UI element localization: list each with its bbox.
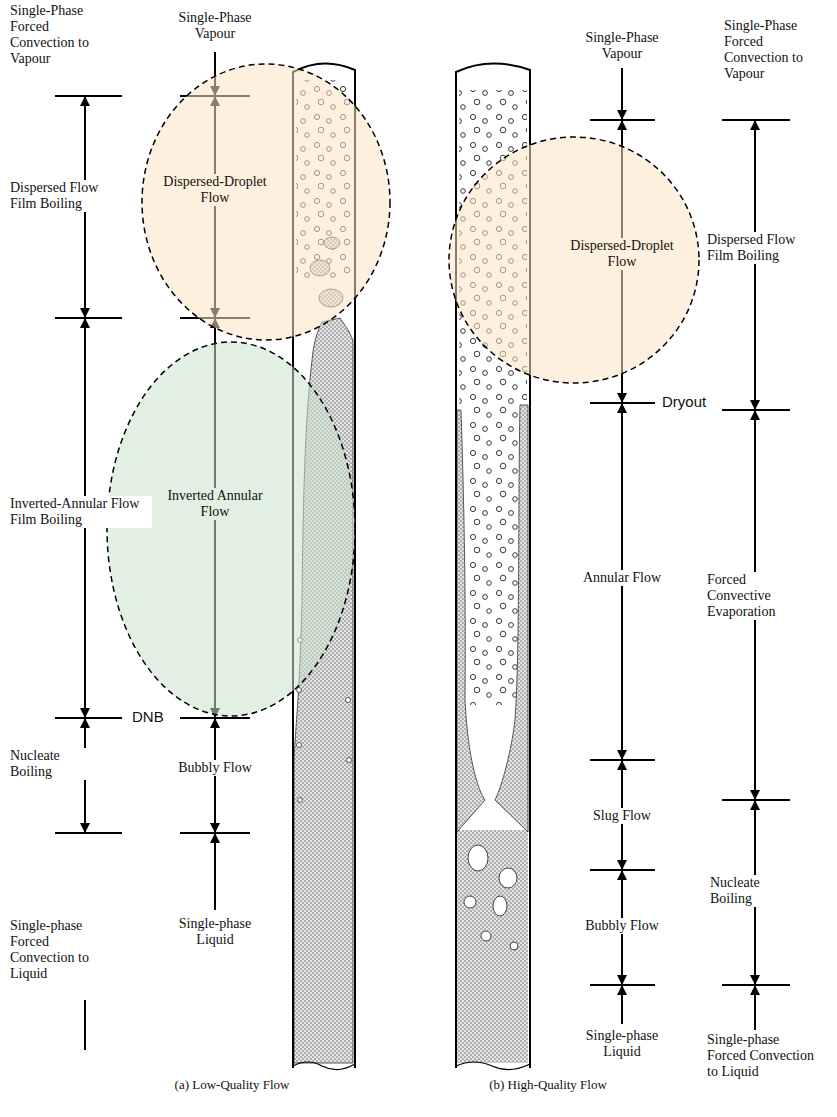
- tube-break: [456, 1062, 530, 1070]
- regime-name: Inverted Annular Flow: [157, 488, 273, 520]
- regime-tick: [55, 317, 122, 319]
- regime-label: Single-Phase Vapour: [565, 30, 679, 62]
- region-outline: [105, 340, 357, 718]
- extent-line: [84, 1000, 86, 1050]
- bubble: [499, 868, 517, 888]
- bubble: [297, 688, 302, 693]
- regime-label: Annular Flow: [581, 570, 663, 586]
- regime-label: Single-phase Liquid: [163, 916, 267, 948]
- bubble: [297, 743, 302, 748]
- region-ellipse: [107, 342, 355, 716]
- extent-arrow: [621, 68, 623, 120]
- bubble: [464, 896, 476, 908]
- regime-label: Dispersed Flow Film Boiling: [705, 232, 814, 264]
- flow-regime-region: Dispersed-Droplet Flow: [447, 135, 701, 385]
- bubble: [510, 942, 518, 950]
- droplet-field: [467, 405, 518, 705]
- regime-label: Dispersed Flow Film Boiling: [8, 180, 117, 212]
- bubble: [347, 758, 352, 763]
- regime-label: Single-phase Liquid: [570, 1028, 674, 1060]
- regime-tick: [55, 95, 122, 97]
- extent-arrow: [214, 833, 216, 910]
- extent-arrow: [754, 985, 756, 1030]
- regime-label: Single-phase Forced Convection to Liquid: [705, 1032, 819, 1080]
- flow-regime-region: Inverted Annular Flow: [105, 340, 357, 718]
- regime-label: Forced Convective Evaporation: [705, 572, 799, 620]
- regime-label: Single-Phase Forced Convection to Vapour: [8, 3, 112, 67]
- bubble: [468, 845, 488, 871]
- bubble: [298, 798, 303, 803]
- liquid-film: [495, 405, 528, 832]
- regime-label: (a) Low-Quality Flow: [173, 1078, 292, 1093]
- regime-label: Slug Flow: [591, 808, 653, 824]
- liquid-film: [457, 410, 485, 832]
- regime-label: Bubbly Flow: [583, 918, 661, 934]
- flow-regime-region: Dispersed-Droplet Flow: [140, 62, 392, 342]
- tube-break: [293, 1062, 355, 1070]
- regime-label: Single-Phase Vapour: [158, 10, 272, 42]
- regime-label: Single-Phase Forced Convection to Vapour: [722, 18, 831, 82]
- bubble: [493, 896, 507, 916]
- event-marker-label: DNB: [130, 708, 166, 725]
- regime-name: Dispersed-Droplet Flow: [564, 238, 680, 270]
- extent-arrow: [621, 985, 623, 1024]
- regime-label: Nucleate Boiling: [708, 875, 792, 907]
- regime-name: Dispersed-Droplet Flow: [157, 174, 273, 206]
- region-ellipse: [449, 137, 699, 383]
- regime-tick: [55, 832, 122, 834]
- event-marker-label: Dryout: [660, 393, 708, 410]
- bubble: [346, 698, 351, 703]
- region-ellipse: [142, 64, 390, 340]
- regime-label: Inverted-Annular Flow Film Boiling: [8, 496, 152, 528]
- regime-label: Nucleate Boiling: [8, 748, 92, 780]
- regime-label: Bubbly Flow: [176, 760, 254, 776]
- liquid-pool: [457, 830, 528, 1063]
- extent-arrow: [754, 120, 756, 410]
- bubble: [481, 931, 491, 941]
- regime-label: (b) High-Quality Flow: [487, 1078, 609, 1093]
- regime-tick: [55, 717, 122, 719]
- regime-label: Single-phase Forced Convection to Liquid: [8, 918, 112, 982]
